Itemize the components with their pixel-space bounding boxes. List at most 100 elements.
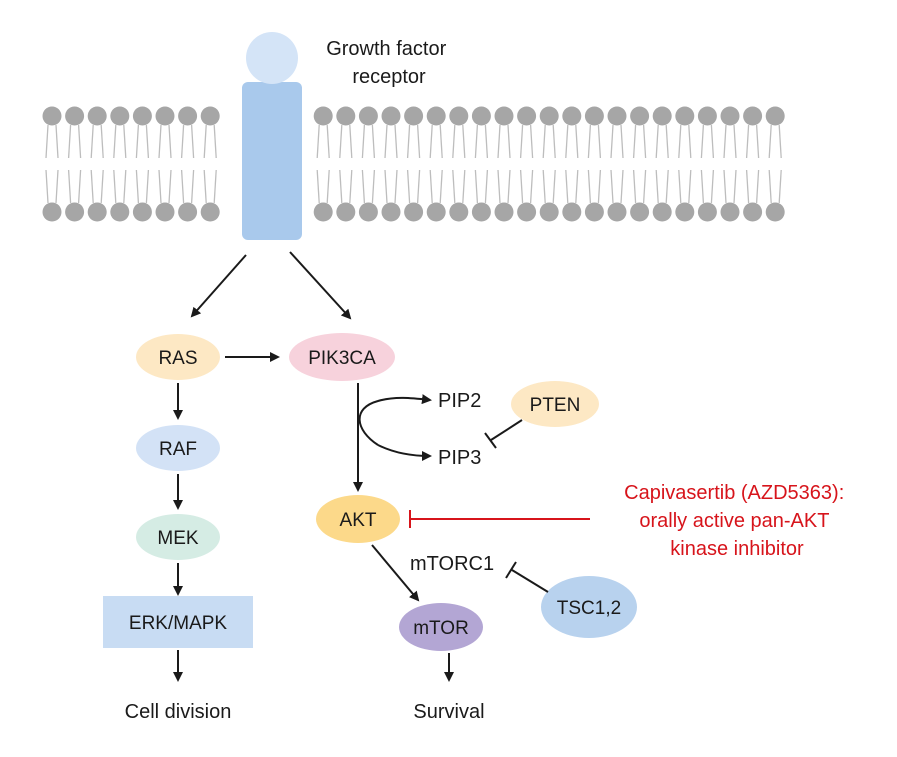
lipid-tail	[429, 169, 433, 204]
lipid-head	[697, 202, 717, 222]
pip3-label: PIP3	[438, 447, 481, 469]
lipid-head	[765, 202, 785, 222]
lipid-tail	[55, 169, 59, 204]
lipid-tail	[755, 169, 760, 204]
lipid-tail	[113, 169, 117, 204]
lipid-tail	[406, 124, 411, 159]
lipid-tail	[642, 169, 647, 204]
lipid-tail	[77, 124, 82, 159]
arrow-pip3-to-pip2	[358, 394, 432, 446]
lipid-tail	[597, 169, 602, 204]
lipid-tail	[67, 169, 72, 204]
lipid-head	[155, 202, 175, 222]
lipid-tail	[316, 124, 320, 159]
lipid-tail	[45, 169, 49, 204]
lipid-head	[110, 106, 130, 126]
lipid-tail	[371, 169, 376, 204]
lipid-tail	[778, 169, 782, 204]
lipid-tail	[361, 169, 366, 204]
tsc-node	[541, 576, 637, 638]
lipid-tail	[168, 124, 172, 159]
lipid-head	[65, 106, 85, 126]
lipid-tail	[394, 124, 398, 159]
lipid-tail	[575, 124, 579, 159]
lipid-tail	[90, 124, 94, 159]
lipid-tail	[462, 169, 466, 204]
lipid-tail	[416, 124, 421, 159]
inhibit-tsc-bar	[505, 561, 517, 579]
lipid-tail	[168, 169, 172, 204]
tsc-label: TSC1,2	[557, 598, 621, 619]
lipid-tail	[620, 124, 624, 159]
inhibit-tsc-to-mtorc1	[511, 569, 549, 593]
lipid-tail	[610, 169, 614, 204]
mtorc1-label: mTORC1	[410, 553, 494, 575]
lipid-tail	[778, 124, 782, 159]
lipid-tail	[429, 124, 433, 159]
lipid-head	[178, 106, 198, 126]
lipid-tail	[519, 169, 524, 204]
lipid-tail	[542, 169, 546, 204]
lipid-tail	[180, 124, 185, 159]
lipid-tail	[745, 169, 750, 204]
mtor-label: mTOR	[413, 618, 469, 639]
lipid-tail	[710, 169, 715, 204]
lipid-head	[517, 106, 537, 126]
survival-label: Survival	[413, 701, 484, 723]
lipid-head	[675, 202, 695, 222]
lipid-tail	[326, 169, 330, 204]
akt-label: AKT	[340, 510, 377, 531]
lipid-tail	[474, 169, 479, 204]
lipid-tail	[100, 169, 104, 204]
mtor-node	[399, 603, 483, 651]
lipid-head	[607, 202, 627, 222]
lipid-tail	[768, 124, 772, 159]
growth-factor-ligand	[246, 32, 298, 84]
pik3ca-label: PIK3CA	[308, 348, 376, 369]
akt-node	[316, 495, 400, 543]
lipid-tail	[90, 169, 94, 204]
lipid-tail	[688, 124, 692, 159]
lipid-tail	[723, 124, 727, 159]
lipid-head	[584, 202, 604, 222]
lipid-head	[449, 202, 469, 222]
lipid-tail	[135, 124, 140, 159]
lipid-tail	[316, 169, 320, 204]
lipid-head	[200, 106, 220, 126]
inhibitor-label: Capivasertib (AZD5363): orally active pa…	[624, 482, 850, 560]
lipid-tail	[145, 124, 150, 159]
lipid-tail	[55, 124, 59, 159]
lipid-tail	[484, 169, 489, 204]
lipid-head	[336, 202, 356, 222]
lipid-tail	[394, 169, 398, 204]
lipid-tail	[632, 169, 637, 204]
lipid-tail	[587, 124, 592, 159]
lipid-tail	[700, 169, 705, 204]
lipid-head	[336, 106, 356, 126]
lipid-tail	[77, 169, 82, 204]
lipid-tail	[439, 124, 443, 159]
lipid-tail	[565, 124, 569, 159]
lipid-tail	[452, 124, 456, 159]
lipid-tail	[733, 169, 737, 204]
lipid-tail	[113, 124, 117, 159]
lipid-head	[471, 202, 491, 222]
lipid-head	[42, 202, 62, 222]
lipid-head	[178, 202, 198, 222]
lipid-tail	[158, 169, 162, 204]
lipid-head	[155, 106, 175, 126]
lipid-tail	[665, 169, 669, 204]
lipid-head	[65, 202, 85, 222]
lipid-head	[517, 202, 537, 222]
mek-label: MEK	[157, 528, 199, 549]
lipid-tail	[529, 169, 534, 204]
lipid-tail	[755, 124, 760, 159]
lipid-head	[562, 202, 582, 222]
lipid-head	[743, 202, 763, 222]
raf-label: RAF	[159, 439, 197, 460]
erk-mapk-label: ERK/MAPK	[129, 613, 228, 634]
lipid-tail	[655, 169, 659, 204]
cell-membrane	[42, 106, 785, 222]
lipid-head	[652, 106, 672, 126]
lipid-head	[313, 106, 333, 126]
